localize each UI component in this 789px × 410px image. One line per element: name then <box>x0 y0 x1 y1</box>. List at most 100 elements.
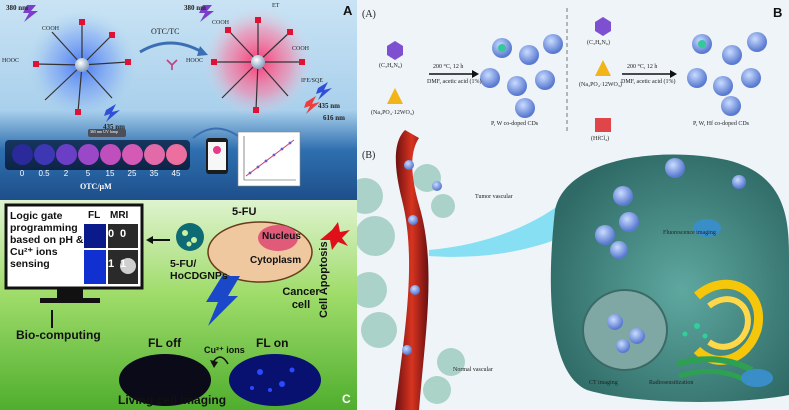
concentration-dot <box>56 144 77 165</box>
nucleus-label: Nucleus <box>262 231 301 242</box>
apoptosis-label: Cell Apoptosis <box>318 241 330 318</box>
emission-bolt-right-2 <box>304 96 320 114</box>
cooh-right-right: COOH <box>292 46 310 52</box>
radiosensitization-label: Radiosensitization <box>649 380 694 386</box>
nucleus-shape <box>258 225 298 251</box>
cancer-cell-label: Cancer cell <box>282 286 320 311</box>
pwo-icon <box>387 88 403 104</box>
condition-4: DMF, acetic acid (1%) <box>621 79 676 85</box>
uv-bolt-left <box>23 5 38 22</box>
hocdg-nanoparticle <box>176 223 204 251</box>
emission-right-label-1: 435 nm <box>318 102 340 110</box>
phone-arrow <box>192 127 239 139</box>
panel-a-label: A <box>343 3 353 18</box>
concentration-value: 35 <box>149 169 159 178</box>
et-label: ET <box>272 3 280 9</box>
living-cell-imaging-label: Living cell imaging <box>118 393 227 407</box>
concentration-value: 25 <box>127 169 137 178</box>
concentration-value: 5 <box>85 169 91 178</box>
mri-cell-top <box>108 224 138 248</box>
pwhf-cds-cluster <box>687 32 767 116</box>
fl-cell-top <box>84 224 106 248</box>
drug-label: 5-FU <box>232 206 257 218</box>
tumor-vascular-label: Tumor vascular <box>475 194 513 200</box>
panel-a-graphics <box>5 5 332 187</box>
emission-left-label: 435 nm <box>103 123 125 131</box>
fl-cell-bottom <box>84 250 106 284</box>
panel-b: B (A) (B) (C₃H₆N₆) (Na₃PO₄·12WO₃) 200 °C… <box>357 0 789 410</box>
panel-c: C Logic gate programming based on pH & C… <box>0 200 357 410</box>
targeting-beam <box>429 195 579 257</box>
mitochondrion <box>693 219 721 237</box>
cytoplasm-label: Cytoplasm <box>250 255 302 266</box>
hfcl4-icon <box>595 118 611 132</box>
gate-value: 1 <box>108 258 115 270</box>
reactant-5: (HfCl₄) <box>591 136 610 142</box>
concentration-value: 0 <box>19 169 25 178</box>
targeting-cds <box>595 158 746 353</box>
reactant-4: (Na₃PO₄·12WO₃) <box>579 82 622 88</box>
cell-image-off <box>119 354 211 406</box>
analyte-icon <box>166 59 178 70</box>
blood-vessel <box>395 130 429 410</box>
concentration-dot <box>100 144 121 165</box>
cell-image-on <box>229 354 321 406</box>
left-red-groups <box>33 19 131 115</box>
cooh-right-left: COOH <box>212 20 230 26</box>
concentration-dot <box>78 144 99 165</box>
emission-bolt-left <box>104 104 120 122</box>
concentration-value: 45 <box>171 169 181 178</box>
activation-bolt <box>206 276 240 326</box>
panel-c-graphics <box>4 203 350 406</box>
product-2: P, W, Hf co-doped CDs <box>693 121 750 127</box>
emission-right-label-2: 616 nm <box>323 114 345 122</box>
concentration-value: 0.5 <box>38 169 50 178</box>
right-cd-core <box>251 55 265 69</box>
logic-gate-text: Logic gate programming based on pH & Cu²… <box>10 210 84 270</box>
uv-lamp <box>88 129 126 137</box>
concentration-dot <box>12 144 33 165</box>
tumor-cell <box>550 154 789 402</box>
left-molecule <box>35 22 129 113</box>
panel-b-label: B <box>773 5 783 20</box>
pw-cds-cluster <box>480 34 563 118</box>
concentration-unit: OTC/μM <box>80 182 112 191</box>
concentration-dot <box>144 144 165 165</box>
gate-value: 0 <box>108 228 115 240</box>
product-1: P, W co-doped CDs <box>491 121 539 127</box>
mri-header: MRI <box>110 210 129 221</box>
gate-value: 1 <box>120 258 127 270</box>
uv-lamp-label: 365 nm UV lamp <box>90 129 118 134</box>
concentration-dot <box>34 144 55 165</box>
panel-a: A 380 nm 380 nm 435 nm 435 nm 616 nm OTC… <box>0 0 357 200</box>
analyte-label: OTC/TC <box>151 27 180 36</box>
cooh-top-left: COOH <box>42 26 60 32</box>
concentration-dot <box>166 144 187 165</box>
concentration-value: 15 <box>105 169 115 178</box>
condition-2: DMF, acetic acid (1%) <box>427 79 482 85</box>
right-red-groups <box>211 17 305 113</box>
left-cd-core <box>75 58 89 72</box>
fl-on-label: FL on <box>256 336 289 350</box>
gate-value: 0 <box>120 228 127 240</box>
excitation-right-label: 380 nm <box>184 4 206 12</box>
melamine-icon <box>387 41 403 60</box>
monitor-stand <box>57 288 83 298</box>
concentration-value: 2 <box>63 169 69 178</box>
fl-off-label: FL off <box>148 336 182 350</box>
apoptosis-burst <box>320 222 350 250</box>
fl-header: FL <box>88 210 101 221</box>
reactant-2: (Na₃PO₄·12WO₃) <box>371 110 414 116</box>
condition-3: 200 °C, 12 h <box>627 64 658 70</box>
calibration-line <box>245 139 295 177</box>
uv-bolt-right <box>199 5 214 22</box>
hooc-right: HOOC <box>186 58 204 64</box>
normal-vascular-label: Normal vascular <box>453 367 493 373</box>
hooc-left: HOOC <box>2 58 20 64</box>
er <box>676 356 754 373</box>
emission-bolt-right-1 <box>316 82 332 100</box>
reactant-3: (C₃H₆N₆) <box>587 40 610 46</box>
excitation-left-label: 380 nm <box>6 4 28 12</box>
condition-1: 200 °C, 12 h <box>433 64 464 70</box>
